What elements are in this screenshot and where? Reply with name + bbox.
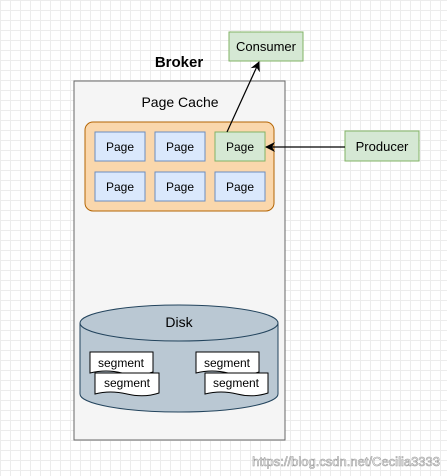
consumer-label: Consumer <box>236 39 297 54</box>
segment-doc <box>94 372 160 397</box>
page-cache-title: Page Cache <box>141 94 218 110</box>
page-cell <box>154 171 206 202</box>
producer-label: Producer <box>356 139 409 154</box>
watermark-text: https://blog.csdn.net/Cecilia3333 <box>252 454 440 469</box>
disk-title: Disk <box>165 314 193 330</box>
segment-label: segment <box>104 376 151 390</box>
broker-title: Broker <box>155 54 204 71</box>
segment-label: segment <box>204 356 251 370</box>
page-cell-highlighted <box>214 131 266 162</box>
page-cell <box>214 171 266 202</box>
page-to-consumer-arrow <box>226 61 260 133</box>
page-cell-label: Page <box>166 180 194 194</box>
page-cell-label: Page <box>166 140 194 154</box>
segment-label: segment <box>98 356 145 370</box>
page-cell <box>94 131 146 162</box>
page-cell-label: Page <box>106 140 134 154</box>
page-cell-label: Page <box>226 180 254 194</box>
page-cell-label: Page <box>106 180 134 194</box>
page-cell <box>154 131 206 162</box>
producer-box <box>344 130 420 162</box>
consumer-box <box>228 31 304 62</box>
segment-doc <box>204 372 269 397</box>
page-cell <box>94 171 146 202</box>
page-cell-label: Page <box>226 140 254 154</box>
segment-label: segment <box>213 376 260 390</box>
